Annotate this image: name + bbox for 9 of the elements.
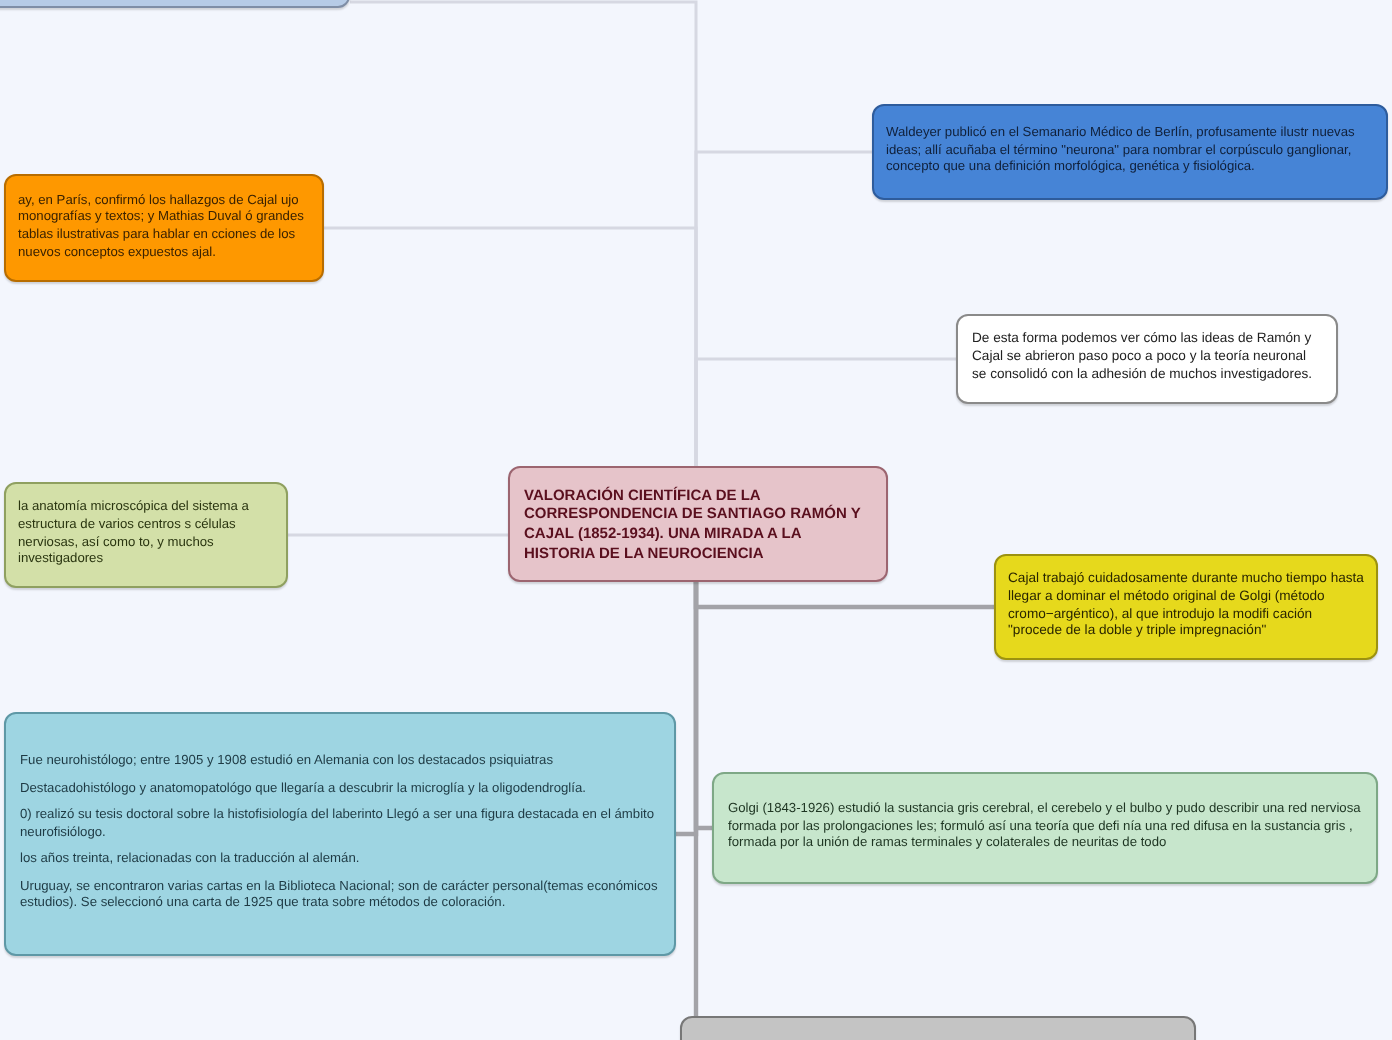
topic-box bbox=[712, 772, 1378, 884]
topic-box bbox=[4, 482, 288, 588]
topic-box bbox=[4, 174, 324, 282]
central-topic-box bbox=[508, 466, 888, 582]
topic-box bbox=[4, 712, 676, 956]
topic-box bbox=[994, 554, 1378, 660]
topic-box bbox=[872, 104, 1388, 200]
connector-line bbox=[693, 582, 699, 1016]
topic-box bbox=[956, 314, 1338, 404]
